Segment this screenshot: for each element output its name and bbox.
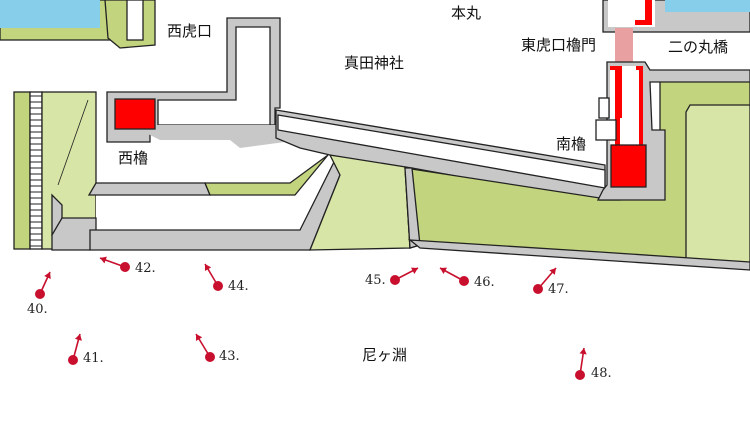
south-terraces <box>51 154 411 251</box>
photo-markers: 40. 41. 42. 43. 44. 45. 46. 47. 48. <box>27 256 612 381</box>
marker-dot <box>213 281 223 291</box>
label-ninomaru-bridge: 二の丸橋 <box>668 38 728 56</box>
northwest-moat <box>0 0 156 49</box>
photo-point-number: 40. <box>27 302 48 317</box>
arrow-head-icon <box>74 334 82 341</box>
south-field <box>404 79 750 271</box>
photo-point-number: 44. <box>228 279 249 294</box>
label-amagafuchi: 尼ヶ淵 <box>362 346 407 364</box>
arrow-head-icon <box>204 264 212 271</box>
marker-dot <box>533 284 543 294</box>
arrow-head-icon <box>579 348 587 355</box>
photo-point-number: 48. <box>591 366 612 381</box>
label-east-tiger-gate: 東虎口櫓門 <box>521 36 596 54</box>
west-bank <box>13 91 97 250</box>
photo-point[interactable]: 43. <box>195 333 240 364</box>
photo-point[interactable]: 44. <box>204 263 249 294</box>
photo-point[interactable]: 42. <box>99 256 156 276</box>
west-gate-wall <box>106 17 300 148</box>
east-gate-passage <box>615 28 633 66</box>
marker-dot <box>205 352 215 362</box>
marker-dot <box>459 276 469 286</box>
photo-point[interactable]: 45. <box>365 267 419 288</box>
northeast-moat <box>602 0 750 33</box>
arrow-head-icon <box>196 334 203 341</box>
arrow-head-icon <box>411 267 418 274</box>
photo-point-number: 47. <box>548 282 569 297</box>
photo-point-number: 42. <box>135 261 156 276</box>
photo-point-number: 43. <box>219 349 240 364</box>
arrow-head-icon <box>549 268 556 275</box>
photo-point-number: 45. <box>365 273 386 288</box>
photo-point[interactable]: 48. <box>575 347 612 381</box>
marker-dot <box>68 355 78 365</box>
label-west-tiger-gate: 西虎口 <box>167 22 212 40</box>
marker-dot <box>35 289 45 299</box>
photo-point-number: 46. <box>474 275 495 290</box>
arrow-head-icon <box>440 267 447 275</box>
photo-point[interactable]: 40. <box>27 271 51 317</box>
marker-dot <box>575 370 585 380</box>
photo-point-number: 41. <box>83 351 104 366</box>
photo-point[interactable]: 41. <box>68 333 104 366</box>
label-honmaru: 本丸 <box>451 4 481 22</box>
marker-dot <box>120 262 130 272</box>
label-west-turret: 西櫓 <box>118 149 148 167</box>
label-south-turret: 南櫓 <box>556 135 586 153</box>
photo-point[interactable]: 46. <box>439 267 495 290</box>
arrow-head-icon <box>100 256 107 264</box>
east-gate <box>595 28 750 201</box>
label-sanada-shrine: 真田神社 <box>344 54 404 72</box>
photo-point[interactable]: 47. <box>533 267 569 297</box>
marker-dot <box>390 275 400 285</box>
arrow-head-icon <box>44 272 51 279</box>
